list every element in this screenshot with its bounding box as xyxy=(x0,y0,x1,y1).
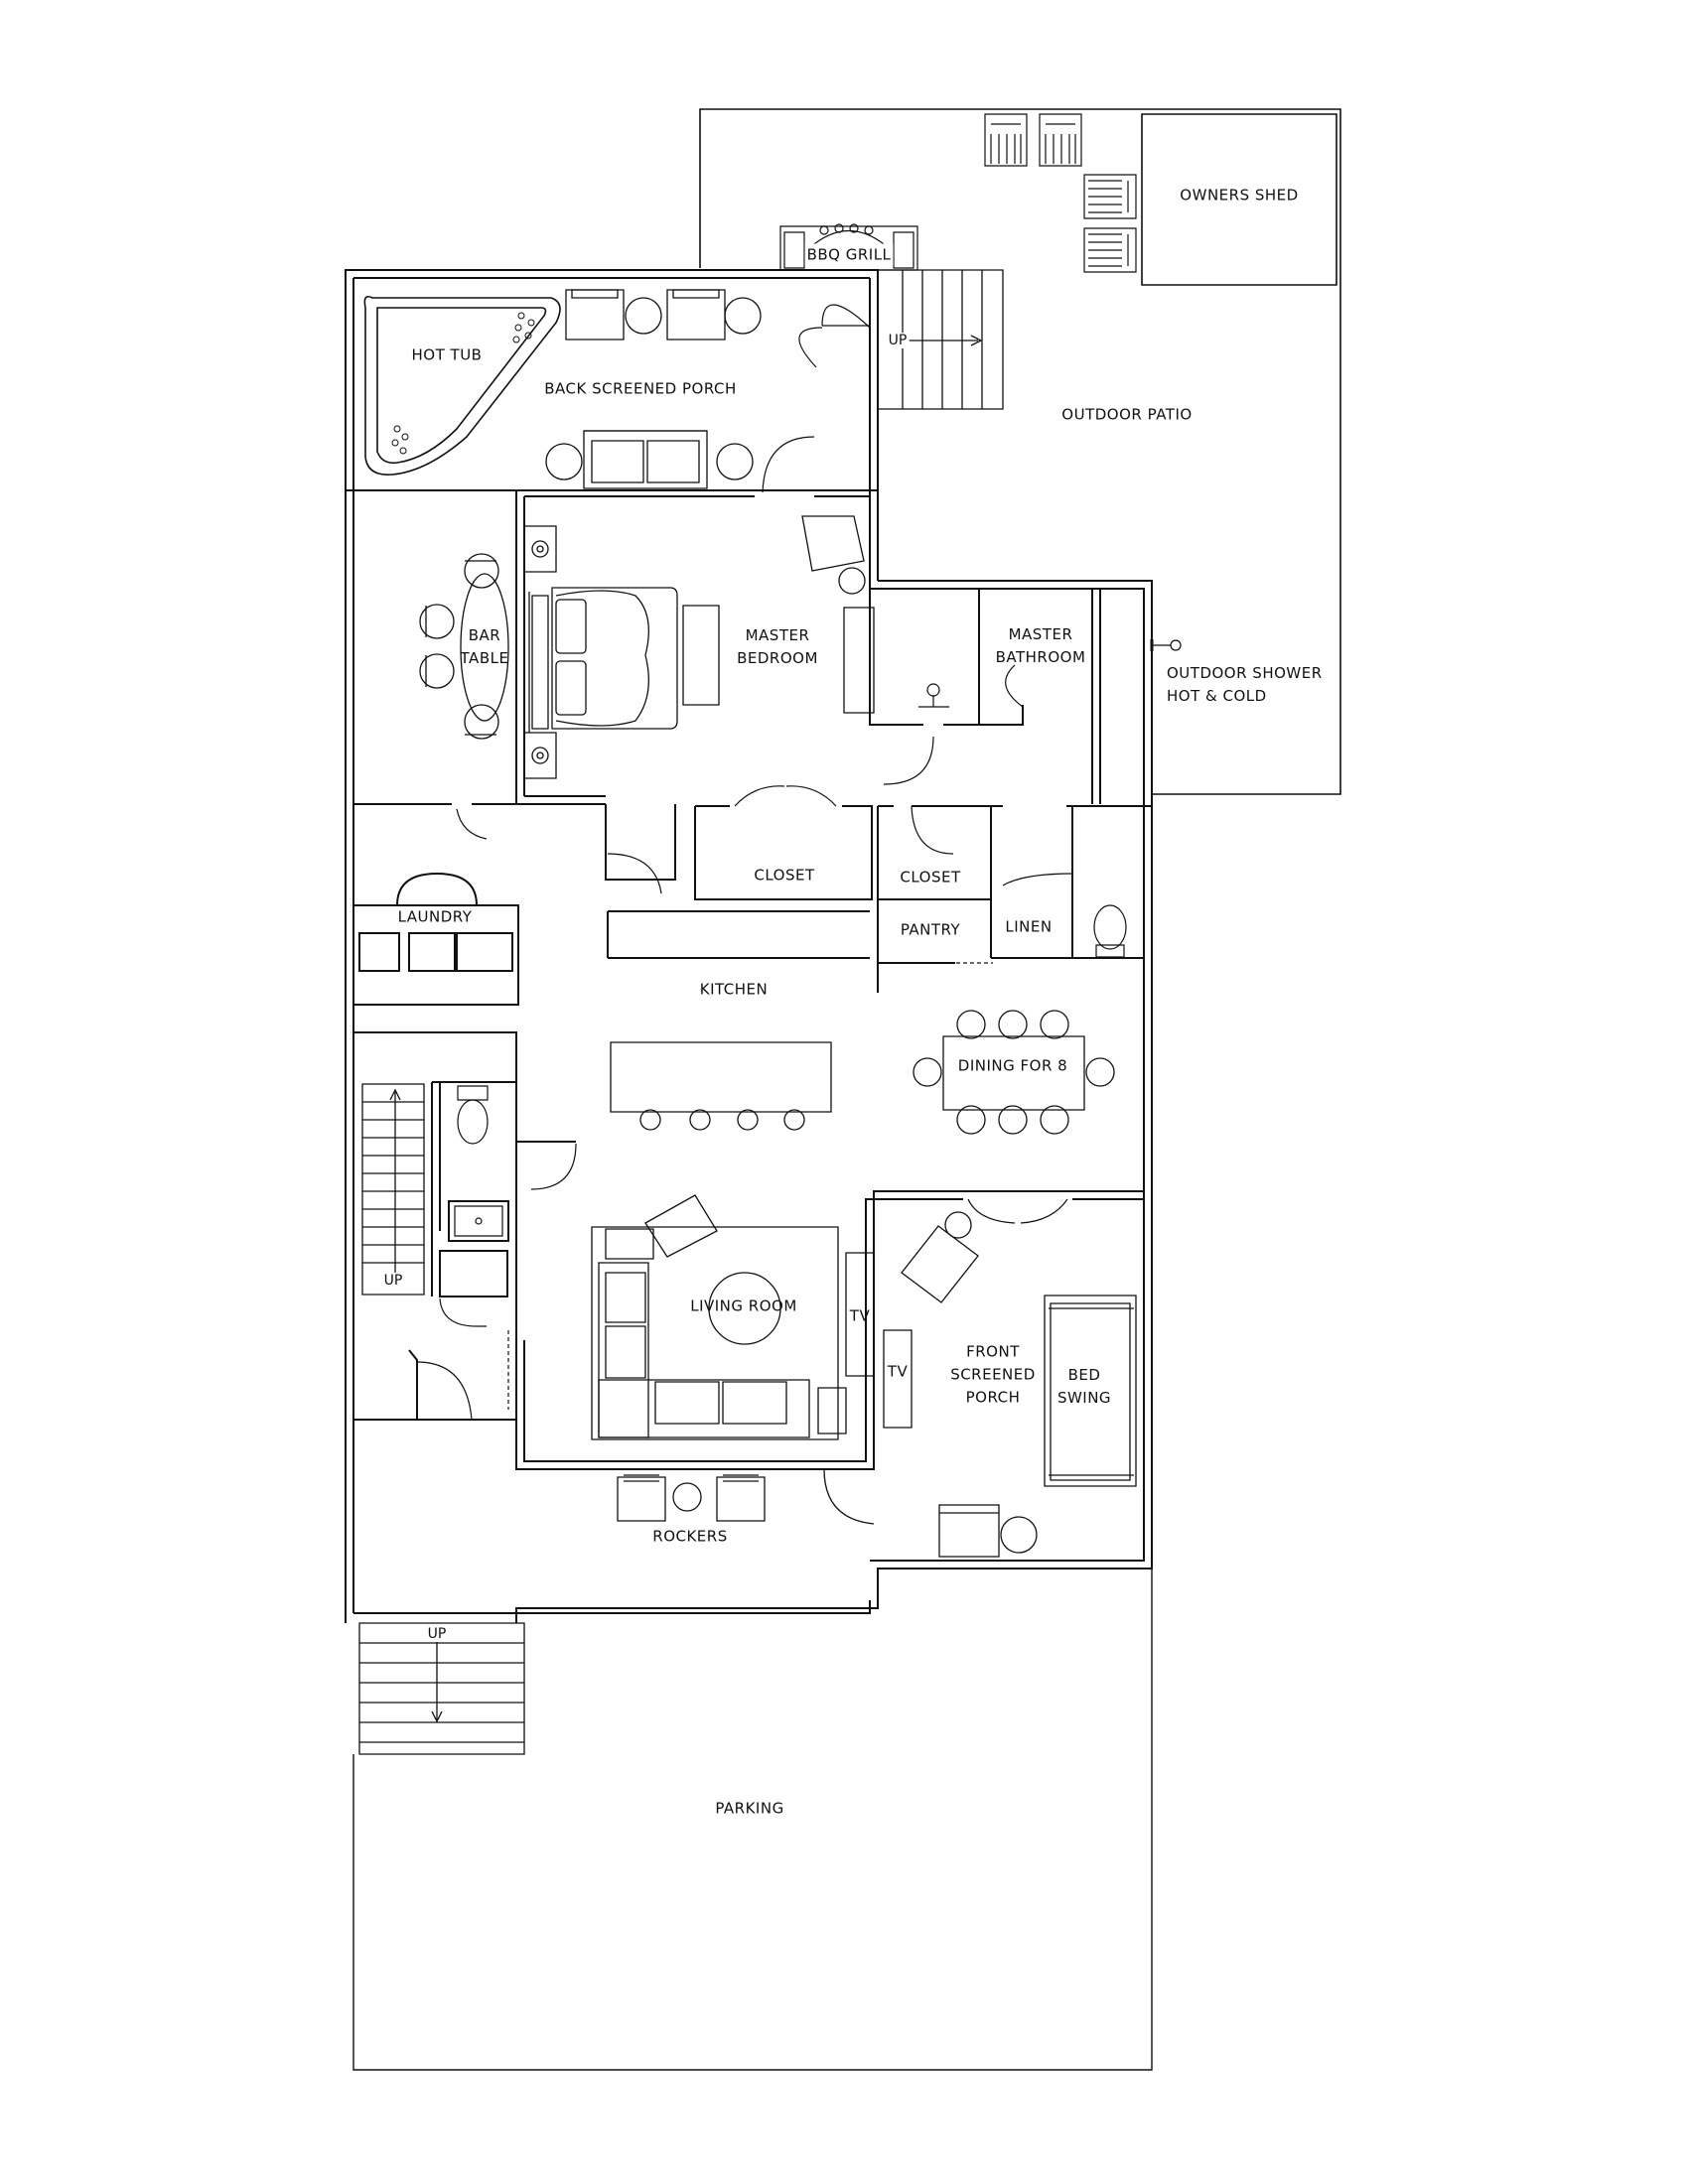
living-room-furniture xyxy=(592,1195,874,1439)
door-master-from-porch xyxy=(763,437,814,492)
master-bedroom-walls xyxy=(516,490,878,804)
master-bed xyxy=(524,526,719,778)
back-stairs-up-label: UP xyxy=(886,333,910,348)
hot-tub-label: HOT TUB xyxy=(411,345,483,364)
laundry-room xyxy=(353,874,518,1005)
front-screened-porch-label: FRONT SCREENED PORCH xyxy=(950,1342,1036,1407)
dining-table xyxy=(914,1011,1114,1134)
parking-boundary xyxy=(353,1569,1152,2070)
front-porch-door xyxy=(968,1199,1067,1223)
rockers-label: ROCKERS xyxy=(652,1527,728,1546)
back-screened-porch-label: BACK SCREENED PORCH xyxy=(544,379,737,398)
rockers xyxy=(618,1475,765,1521)
patio-chairs xyxy=(985,114,1136,272)
front-porch-tv xyxy=(884,1330,912,1428)
parking-label: PARKING xyxy=(715,1799,784,1818)
outdoor-shower-fixture xyxy=(1152,639,1181,651)
living-room-walls xyxy=(516,1191,1144,1469)
closet-2-label: CLOSET xyxy=(900,868,961,887)
laundry-label: LAUNDRY xyxy=(397,907,473,926)
toilet-upper xyxy=(1094,905,1126,957)
dining-label: DINING FOR 8 xyxy=(957,1056,1068,1075)
outdoor-shower-label: OUTDOOR SHOWER HOT & COLD xyxy=(1167,664,1323,705)
outdoor-patio-label: OUTDOOR PATIO xyxy=(1061,405,1193,424)
closet-doors xyxy=(457,786,1072,963)
master-bathroom-walls xyxy=(870,581,1152,804)
interior-stairs-up-label: UP xyxy=(381,1273,405,1289)
outdoor-patio-boundary xyxy=(700,109,1340,794)
tv-1-label: TV xyxy=(849,1306,871,1325)
front-stairs xyxy=(359,1623,524,1754)
back-stairs xyxy=(878,270,1003,409)
front-porch-furniture xyxy=(824,1212,1136,1557)
linen-label: LINEN xyxy=(1005,917,1053,936)
master-bedroom-label: MASTER BEDROOM xyxy=(737,626,818,667)
half-bath-walls xyxy=(353,1005,576,1420)
back-porch-furniture xyxy=(546,290,761,488)
hot-tub xyxy=(364,297,560,475)
owners-shed-label: OWNERS SHED xyxy=(1180,186,1299,205)
tv-2-label: TV xyxy=(887,1362,909,1381)
bedroom-chair xyxy=(802,516,874,713)
pantry-label: PANTRY xyxy=(900,920,961,939)
bar-table-label: BAR TABLE xyxy=(460,626,509,667)
bar-table xyxy=(420,554,508,739)
living-room-label: LIVING ROOM xyxy=(690,1297,797,1315)
half-bath-fixtures xyxy=(417,1086,576,1420)
door-back-porch xyxy=(799,305,870,367)
closets-walls xyxy=(353,804,1152,993)
bbq-grill-label: BBQ GRILL xyxy=(804,243,894,267)
bed-swing-label: BED SWING xyxy=(1056,1366,1112,1407)
kitchen-label: KITCHEN xyxy=(699,980,769,999)
master-bathroom-label: MASTER BATHROOM xyxy=(995,625,1086,666)
owners-shed xyxy=(1142,114,1336,285)
interior-stairs xyxy=(362,1084,424,1295)
front-stairs-up-label: UP xyxy=(425,1626,449,1642)
closet-1-label: CLOSET xyxy=(754,866,815,885)
bathroom-fixtures xyxy=(884,665,1023,784)
kitchen-island xyxy=(611,1042,831,1130)
